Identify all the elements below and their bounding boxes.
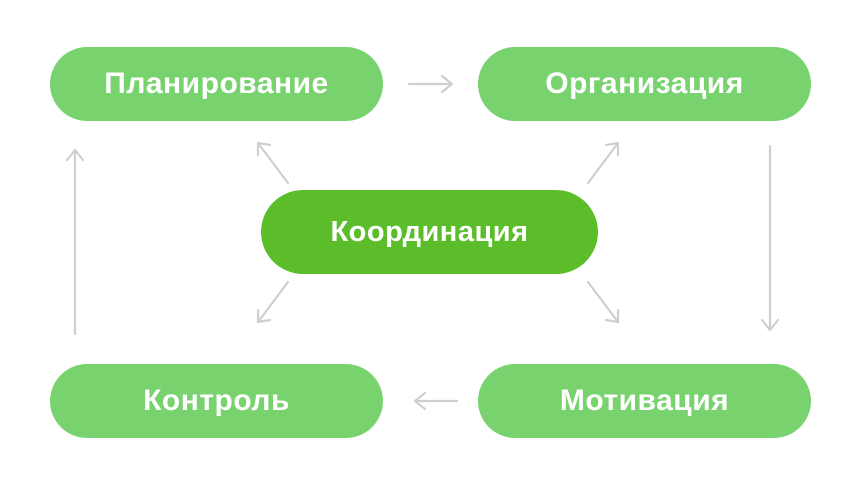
node-motivation: Мотивация xyxy=(478,364,811,438)
node-planning: Планирование xyxy=(50,47,383,121)
node-coordination: Координация xyxy=(261,190,598,274)
arrow-coordination-to-control xyxy=(256,280,290,324)
arrow-organization-to-motivation xyxy=(760,144,780,332)
arrow-coordination-to-planning xyxy=(256,141,290,185)
arrow-coordination-to-organization xyxy=(586,141,620,185)
arrow-control-to-planning xyxy=(65,148,85,336)
arrow-motivation-to-control xyxy=(413,391,459,411)
arrow-planning-to-organization xyxy=(407,74,454,94)
node-organization: Организация xyxy=(478,47,811,121)
arrow-coordination-to-motivation xyxy=(586,280,620,324)
node-control: Контроль xyxy=(50,364,383,438)
